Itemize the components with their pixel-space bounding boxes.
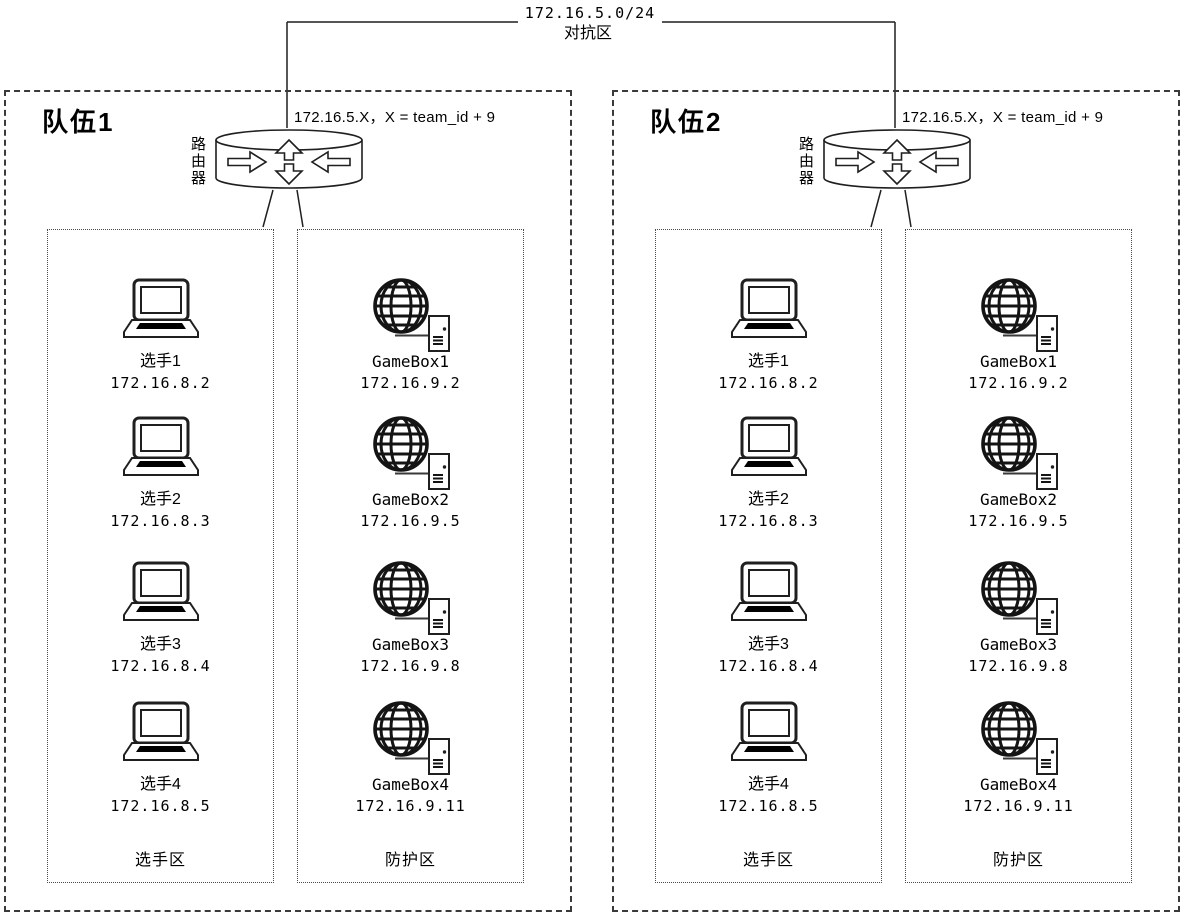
laptop-icon [121, 278, 201, 340]
player-node: 选手1 172.16.8.2 [656, 278, 881, 395]
gamebox-node: GameBox2 172.16.9.5 [906, 416, 1131, 533]
node-name: GameBox4 [371, 775, 450, 794]
team1-box: 队伍1 172.16.5.X，X = team_id + 9 路由器 选手1 1… [4, 90, 572, 912]
team2-box: 队伍2 172.16.5.X，X = team_id + 9 路由器 选手1 1… [612, 90, 1180, 912]
globe-server-icon [980, 701, 1058, 775]
backbone-network-label: 172.16.5.0/24 [518, 3, 662, 24]
player-node: 选手2 172.16.8.3 [48, 416, 273, 533]
confrontation-zone-label: 对抗区 [563, 25, 612, 42]
gamebox-node: GameBox1 172.16.9.2 [906, 278, 1131, 395]
protection-zone-label: 防护区 [384, 852, 436, 869]
globe-server-icon [980, 561, 1058, 635]
player-node: 选手1 172.16.8.2 [48, 278, 273, 395]
node-ip: 172.16.9.8 [968, 657, 1069, 675]
laptop-icon [121, 416, 201, 478]
team2-protection-zone: GameBox1 172.16.9.2 GameBox2 172.16.9.5 … [905, 229, 1132, 883]
globe-server-icon [372, 416, 450, 490]
gamebox-node: GameBox1 172.16.9.2 [298, 278, 523, 395]
node-ip: 172.16.9.11 [963, 797, 1074, 815]
gamebox-node: GameBox3 172.16.9.8 [906, 561, 1131, 678]
player-node: 选手4 172.16.8.5 [656, 701, 881, 818]
player-node: 选手4 172.16.8.5 [48, 701, 273, 818]
node-name: GameBox3 [371, 635, 450, 654]
player-node: 选手3 172.16.8.4 [656, 561, 881, 678]
node-name: 选手1 [140, 353, 181, 370]
laptop-icon [121, 701, 201, 763]
team1-player-zone: 选手1 172.16.8.2 选手2 172.16.8.3 选手3 172.16… [47, 229, 274, 883]
router-cylinder-arrows-icon [214, 129, 364, 189]
team1-title: 队伍1 [42, 107, 115, 137]
laptop-icon [729, 278, 809, 340]
node-ip: 172.16.8.3 [110, 512, 211, 530]
node-ip: 172.16.9.2 [360, 374, 461, 392]
team2-player-zone: 选手1 172.16.8.2 选手2 172.16.8.3 选手3 172.16… [655, 229, 882, 883]
node-ip: 172.16.8.2 [718, 374, 819, 392]
node-ip: 172.16.8.2 [110, 374, 211, 392]
node-ip: 172.16.9.8 [360, 657, 461, 675]
node-name: GameBox1 [371, 352, 450, 371]
gamebox-node: GameBox2 172.16.9.5 [298, 416, 523, 533]
gamebox-node: GameBox4 172.16.9.11 [298, 701, 523, 818]
node-ip: 172.16.9.5 [360, 512, 461, 530]
team1-router-label: 路由器 [189, 136, 206, 187]
team1-protection-zone: GameBox1 172.16.9.2 GameBox2 172.16.9.5 … [297, 229, 524, 883]
node-ip: 172.16.8.5 [110, 797, 211, 815]
node-ip: 172.16.8.4 [718, 657, 819, 675]
laptop-icon [121, 561, 201, 623]
node-name: GameBox3 [979, 635, 1058, 654]
globe-server-icon [980, 278, 1058, 352]
node-ip: 172.16.9.11 [355, 797, 466, 815]
gamebox-node: GameBox3 172.16.9.8 [298, 561, 523, 678]
player-node: 选手2 172.16.8.3 [656, 416, 881, 533]
node-ip: 172.16.9.2 [968, 374, 1069, 392]
gamebox-node: GameBox4 172.16.9.11 [906, 701, 1131, 818]
protection-zone-label: 防护区 [992, 852, 1044, 869]
laptop-icon [729, 416, 809, 478]
globe-server-icon [980, 416, 1058, 490]
node-name: 选手1 [748, 353, 789, 370]
player-zone-label: 选手区 [134, 852, 186, 869]
node-ip: 172.16.9.5 [968, 512, 1069, 530]
node-name: 选手3 [748, 636, 789, 653]
player-zone-label: 选手区 [742, 852, 794, 869]
globe-server-icon [372, 278, 450, 352]
node-ip: 172.16.8.3 [718, 512, 819, 530]
team2-title: 队伍2 [650, 107, 723, 137]
router-cylinder-arrows-icon [822, 129, 972, 189]
node-ip: 172.16.8.4 [110, 657, 211, 675]
team1-uplink-label: 172.16.5.X，X = team_id + 9 [294, 109, 496, 126]
team2-uplink-label: 172.16.5.X，X = team_id + 9 [902, 109, 1104, 126]
node-name: 选手4 [748, 776, 789, 793]
player-node: 选手3 172.16.8.4 [48, 561, 273, 678]
laptop-icon [729, 701, 809, 763]
node-name: GameBox2 [979, 490, 1058, 509]
laptop-icon [729, 561, 809, 623]
globe-server-icon [372, 701, 450, 775]
node-name: 选手3 [140, 636, 181, 653]
node-name: 选手2 [748, 491, 789, 508]
node-name: 选手2 [140, 491, 181, 508]
node-name: 选手4 [140, 776, 181, 793]
node-ip: 172.16.8.5 [718, 797, 819, 815]
node-name: GameBox4 [979, 775, 1058, 794]
node-name: GameBox2 [371, 490, 450, 509]
globe-server-icon [372, 561, 450, 635]
node-name: GameBox1 [979, 352, 1058, 371]
team2-router-label: 路由器 [797, 136, 814, 187]
